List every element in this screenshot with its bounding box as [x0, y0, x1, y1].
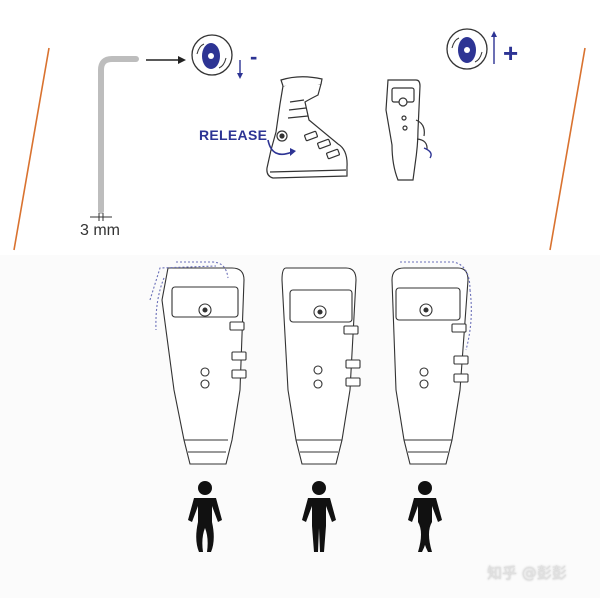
- decrease-sign: -: [250, 44, 258, 69]
- pointer-arrow-icon: [146, 56, 186, 64]
- person-knock-kneed-icon: [408, 481, 442, 552]
- boot-pair-right-icon: [391, 261, 472, 465]
- watermark-text: 知乎 @彭彭: [487, 564, 567, 582]
- ski-boot-icon: [266, 76, 348, 179]
- increase-sign: +: [503, 38, 519, 68]
- hex-key-size-label: 3 mm: [80, 222, 120, 239]
- person-bow-legged-icon: [188, 481, 222, 552]
- cut-line-right: [549, 47, 586, 251]
- cant-dial-minus-icon: [191, 34, 243, 79]
- person-neutral-icon: [302, 481, 336, 552]
- boot-pair-left-icon: [149, 261, 247, 465]
- cant-dial-plus-icon: [446, 28, 497, 70]
- release-label: RELEASE: [199, 127, 268, 143]
- boot-cuff-icon: [385, 79, 432, 181]
- cut-line-left: [13, 47, 50, 251]
- hex-key-icon: [90, 56, 139, 221]
- boot-pair-center-icon: [281, 267, 361, 465]
